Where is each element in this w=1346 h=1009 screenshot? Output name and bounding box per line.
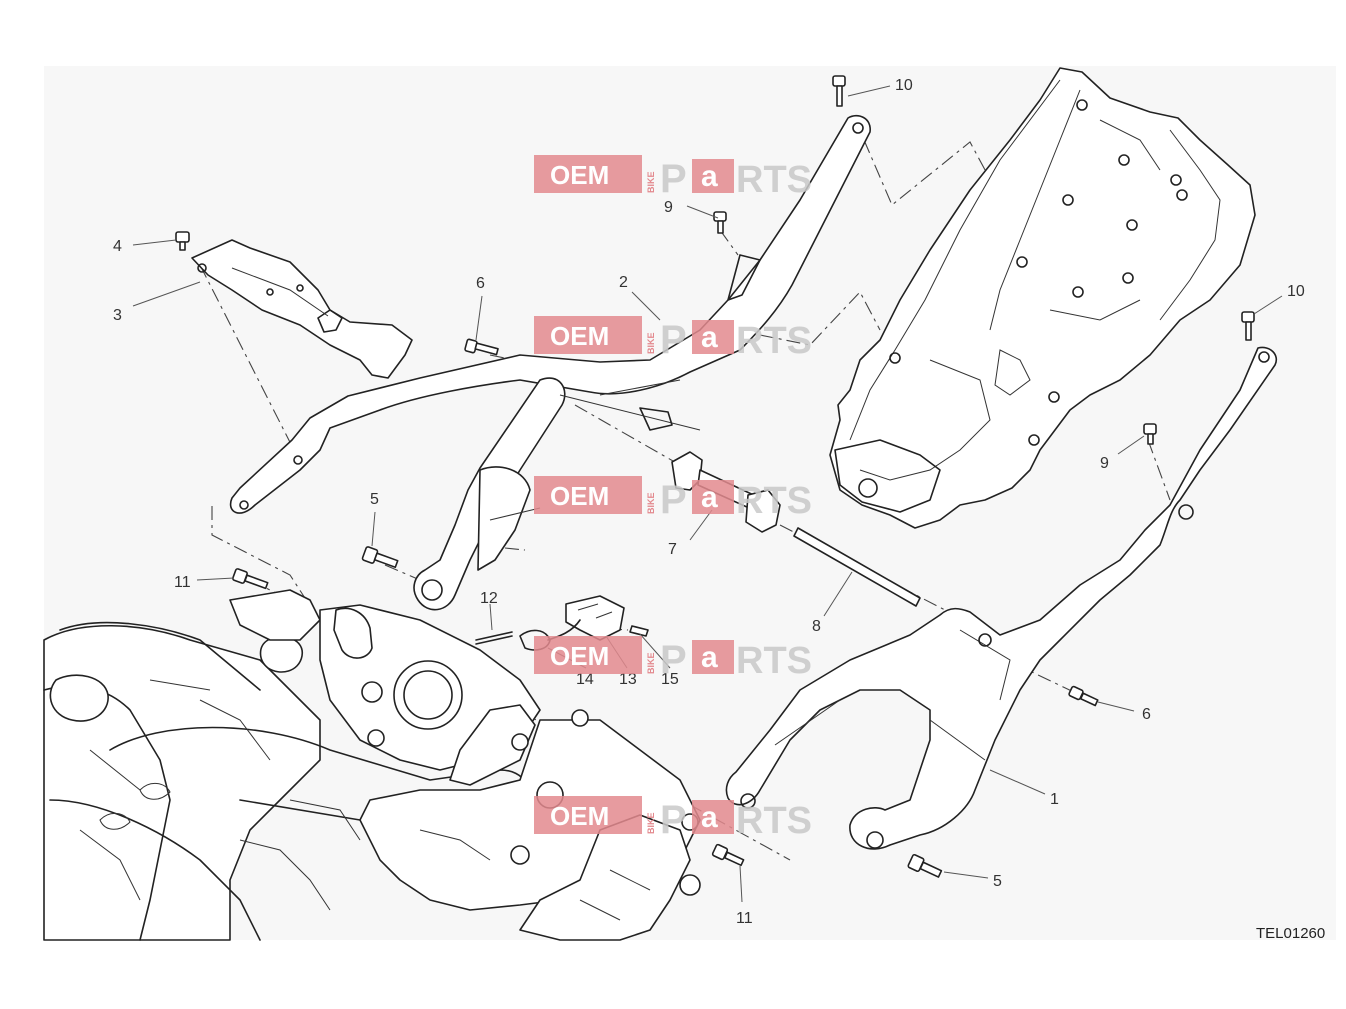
watermark-1: OEM BIKE P a RTS [534,155,812,201]
callout-13: 13 [619,671,637,688]
bolt-9-top [713,211,727,234]
callout-10-top: 10 [895,77,913,94]
leader-lines [132,85,1283,903]
svg-text:BIKE: BIKE [646,492,656,514]
bolt-11-bottom [711,843,745,867]
bolt-11-left [232,568,269,590]
svg-text:P: P [660,798,687,842]
bolt-4 [175,231,190,251]
watermark-3: OEM BIKE P a RTS [534,476,812,522]
svg-text:P: P [660,157,687,201]
part-3-bracket [191,239,413,379]
bolt-5-top [361,546,399,569]
callout-5-right: 5 [993,873,1002,890]
svg-text:RTS: RTS [736,480,812,522]
svg-text:OEM: OEM [550,641,609,671]
callout-labels: 10 9 4 3 2 6 10 9 5 7 8 11 12 14 13 15 6… [113,77,1305,927]
callout-12: 12 [480,590,498,607]
svg-text:P: P [660,478,687,522]
callout-10-right: 10 [1287,283,1305,300]
callout-6-left: 6 [476,275,485,292]
callout-6-right: 6 [1142,706,1151,723]
svg-text:BIKE: BIKE [646,332,656,354]
document-id: TEL01260 [1256,925,1325,942]
svg-text:RTS: RTS [736,320,812,362]
svg-text:a: a [701,641,718,674]
svg-text:P: P [660,638,687,682]
callout-11-bottom: 11 [736,910,753,927]
part-2-subframe-left [229,114,871,611]
svg-text:OEM: OEM [550,160,609,190]
main-frame-engine [43,589,701,941]
watermark-4: OEM BIKE P a RTS [534,636,812,682]
callout-14: 14 [576,671,594,688]
bolt-6-right [1068,685,1099,707]
svg-text:P: P [660,318,687,362]
callout-9-top: 9 [664,199,673,216]
svg-text:OEM: OEM [550,321,609,351]
svg-text:a: a [701,321,718,354]
bolt-10-top [832,75,846,107]
svg-text:OEM: OEM [550,801,609,831]
bolt-6-left [464,338,499,356]
svg-text:a: a [701,481,718,514]
part-15-screw [629,625,649,637]
callout-8: 8 [812,618,821,635]
bolt-10-right [1241,311,1255,341]
part-1-subframe-right [725,346,1277,850]
part-12-clip [475,631,513,645]
svg-text:RTS: RTS [736,800,812,842]
callout-1: 1 [1050,791,1059,808]
watermark-2: OEM BIKE P a RTS [534,316,812,362]
svg-text:BIKE: BIKE [646,652,656,674]
callout-11-left: 11 [174,574,191,591]
callout-4: 4 [113,238,122,255]
watermark-5: OEM BIKE P a RTS [534,796,812,842]
callout-7: 7 [668,541,677,558]
svg-text:OEM: OEM [550,481,609,511]
bolt-9-right [1143,423,1157,445]
callout-3: 3 [113,307,122,324]
callout-2: 2 [619,274,628,291]
svg-text:BIKE: BIKE [646,171,656,193]
part-13-bracket [565,595,625,641]
callout-9-right: 9 [1100,455,1109,472]
part-8-rod [793,527,921,607]
svg-text:BIKE: BIKE [646,812,656,834]
callout-15: 15 [661,671,679,688]
callout-5-top: 5 [370,491,379,508]
svg-text:a: a [701,160,718,193]
svg-text:RTS: RTS [736,640,812,682]
svg-text:RTS: RTS [736,159,812,201]
bolt-5-right [907,853,943,878]
svg-text:a: a [701,801,718,834]
rear-undertray [829,67,1256,529]
bolts [175,75,1255,878]
